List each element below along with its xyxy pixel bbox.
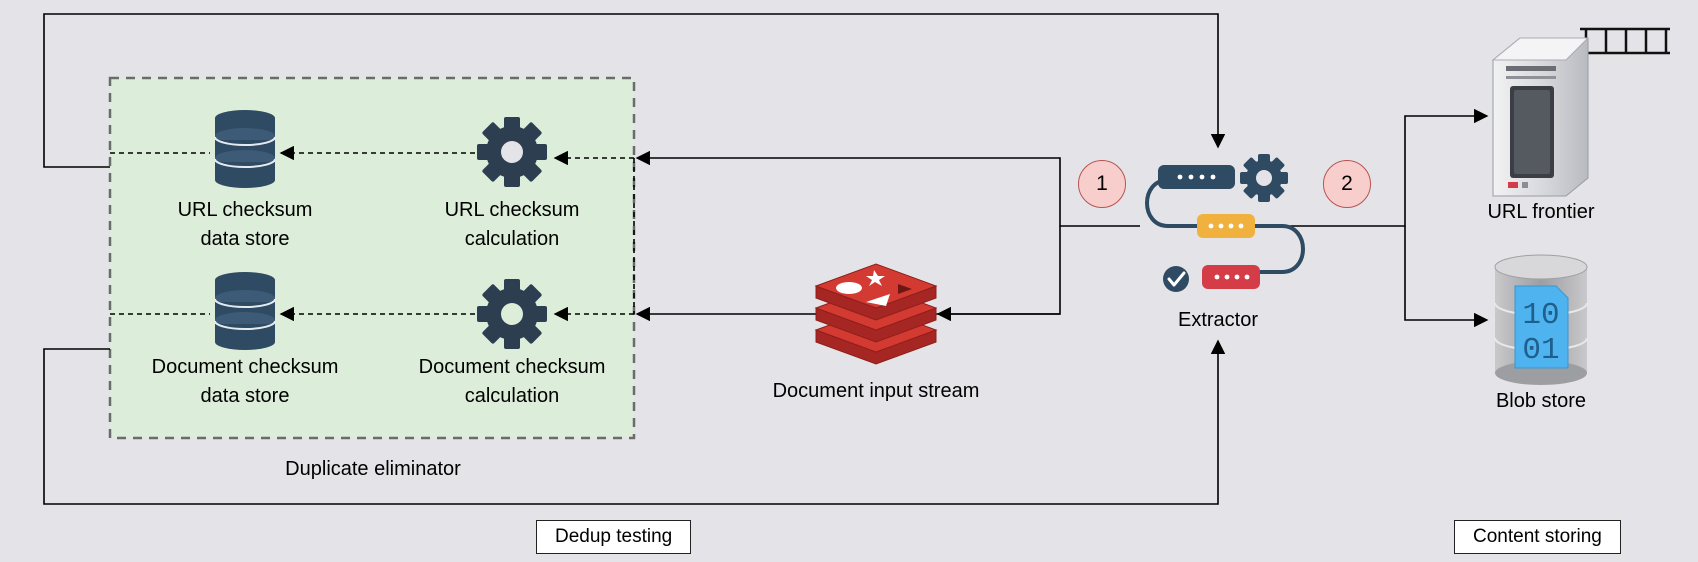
url-store-line2: data store [200, 228, 290, 250]
doc-store-line1: Document checksum [151, 356, 339, 378]
step-2-badge: 2 [1323, 160, 1371, 208]
doc-store-line2: data store [200, 385, 290, 407]
pipeline-pill-yellow [1197, 214, 1255, 238]
dedup-testing-label: Dedup testing [536, 520, 692, 554]
gear-icon [477, 117, 547, 187]
extractor-label: Extractor [1177, 309, 1259, 331]
pipeline-icon [1145, 154, 1305, 292]
database-icon [214, 110, 276, 188]
redis-icon [814, 263, 938, 365]
doc-checksum-store-label: Document checksum data store [152, 353, 339, 411]
extractor-to-dedup-url-arrow [635, 150, 1140, 227]
doc-calc-line1: Document checksum [418, 356, 606, 378]
blob-store-icon: 10 01 [1494, 254, 1588, 385]
url-calc-line2: calculation [464, 228, 560, 250]
step-1-badge: 1 [1078, 160, 1126, 208]
doc-calc-line2: calculation [464, 385, 560, 407]
gear-icon [477, 279, 547, 349]
document-input-stream-label: Document input stream [772, 380, 980, 402]
blob-binary-top: 10 [1522, 298, 1559, 333]
url-calc-line1: URL checksum [444, 199, 580, 221]
pipeline-pill-blue [1158, 165, 1235, 189]
content-storing-label: Content storing [1454, 520, 1621, 554]
checkmark-icon [1163, 266, 1189, 292]
dashed-connectors [110, 145, 635, 322]
url-store-line1: URL checksum [177, 199, 313, 221]
feedback-connectors [43, 13, 1226, 505]
duplicate-eliminator-label: Duplicate eliminator [285, 458, 461, 480]
solid-connectors [635, 108, 1489, 328]
url-checksum-store-label: URL checksum data store [178, 196, 313, 254]
url-checksum-calc-label: URL checksum calculation [445, 196, 580, 254]
doc-store-to-extractor-connector [43, 339, 1226, 505]
doc-checksum-calc-label: Document checksum calculation [419, 353, 606, 411]
queue-icon [1580, 27, 1670, 55]
database-icon [214, 272, 276, 350]
extractor-to-frontier-arrow [1290, 108, 1489, 227]
blob-store-label: Blob store [1495, 390, 1587, 412]
pipeline-pill-red [1202, 265, 1260, 289]
pipeline-gear-icon [1240, 154, 1288, 202]
extractor-to-blob-arrow [1404, 226, 1489, 328]
duplicate-eliminator-region [108, 76, 636, 440]
url-store-to-extractor-connector [43, 13, 1226, 168]
url-frontier-label: URL frontier [1487, 201, 1595, 223]
server-icon [1491, 37, 1590, 197]
blob-binary-bottom: 01 [1522, 333, 1559, 368]
